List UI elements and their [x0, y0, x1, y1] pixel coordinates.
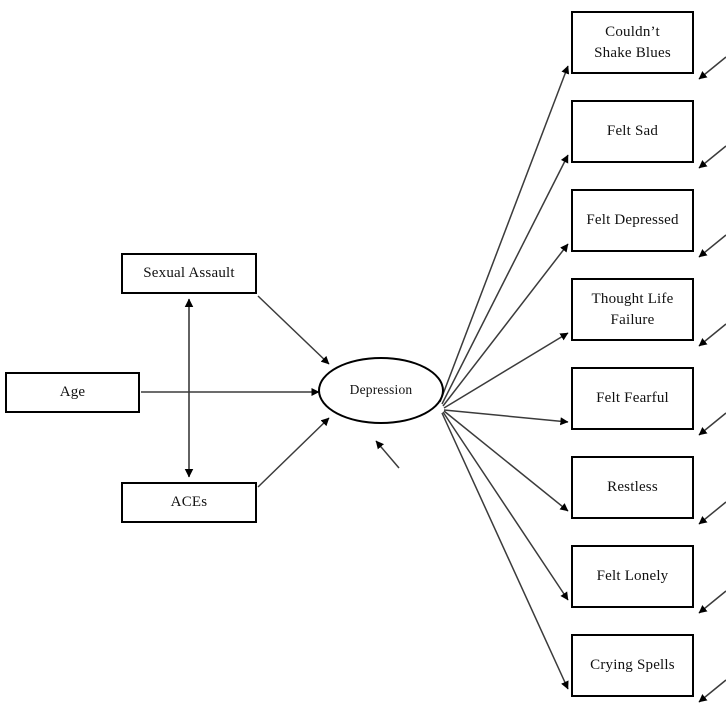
node-felt-fearful[interactable]: Felt Fearful — [571, 367, 694, 430]
node-label-felt-fearful: Felt Fearful — [596, 390, 669, 407]
edge-depression-to-thought-life-failure — [443, 332, 569, 409]
edge-residual-restless — [698, 501, 726, 525]
edge-residual-felt-depressed — [698, 234, 726, 258]
node-label-aces: ACEs — [170, 494, 208, 511]
node-label-depression: Depression — [349, 382, 413, 398]
node-felt-depressed[interactable]: Felt Depressed — [571, 189, 694, 252]
edge-depression-to-crying-spells — [441, 412, 569, 690]
node-label-couldnt-shake-blues: Couldn’t Shake Blues — [594, 24, 671, 61]
node-sexual-assault[interactable]: Sexual Assault — [121, 253, 257, 294]
node-label-crying-spells: Crying Spells — [590, 657, 675, 674]
edge-residual-felt-sad — [698, 145, 726, 169]
edge-depression-to-restless — [443, 410, 569, 512]
node-label-restless: Restless — [607, 479, 658, 496]
edge-depression-to-felt-sad — [441, 154, 569, 405]
edge-residual-felt-fearful — [698, 412, 726, 436]
node-thought-life-failure[interactable]: Thought Life Failure — [571, 278, 694, 341]
node-age[interactable]: Age — [5, 372, 140, 413]
edge-aces-to-depression — [257, 417, 330, 488]
node-crying-spells[interactable]: Crying Spells — [571, 634, 694, 697]
node-label-thought-life-failure: Thought Life Failure — [591, 291, 674, 328]
edge-residual-crying-spells — [698, 679, 726, 703]
node-label-felt-depressed: Felt Depressed — [586, 212, 679, 229]
edge-depression-to-couldnt-shake-blues — [439, 65, 570, 403]
ellipse-shape — [318, 357, 444, 424]
node-label-felt-sad: Felt Sad — [606, 123, 659, 140]
edge-residual-felt-lonely — [698, 590, 726, 614]
node-restless[interactable]: Restless — [571, 456, 694, 519]
edge-depression-to-felt-fearful — [443, 409, 569, 426]
node-felt-sad[interactable]: Felt Sad — [571, 100, 694, 163]
edge-sexual-assault-to-depression — [257, 295, 330, 365]
node-label-sexual-assault: Sexual Assault — [143, 265, 235, 282]
node-depression-latent[interactable]: Depression — [318, 357, 444, 424]
node-felt-lonely[interactable]: Felt Lonely — [571, 545, 694, 608]
node-label-felt-lonely: Felt Lonely — [596, 568, 669, 585]
node-couldnt-shake-blues[interactable]: Couldn’t Shake Blues — [571, 11, 694, 74]
edge-depression-to-felt-depressed — [442, 243, 569, 407]
node-aces[interactable]: ACEs — [121, 482, 257, 523]
edge-residual-thought-life-failure — [698, 323, 726, 347]
node-label-age: Age — [59, 384, 86, 401]
edge-disturbance-depression — [375, 440, 400, 469]
edge-residual-couldnt-shake-blues — [698, 56, 726, 80]
edge-depression-to-felt-lonely — [442, 411, 569, 601]
